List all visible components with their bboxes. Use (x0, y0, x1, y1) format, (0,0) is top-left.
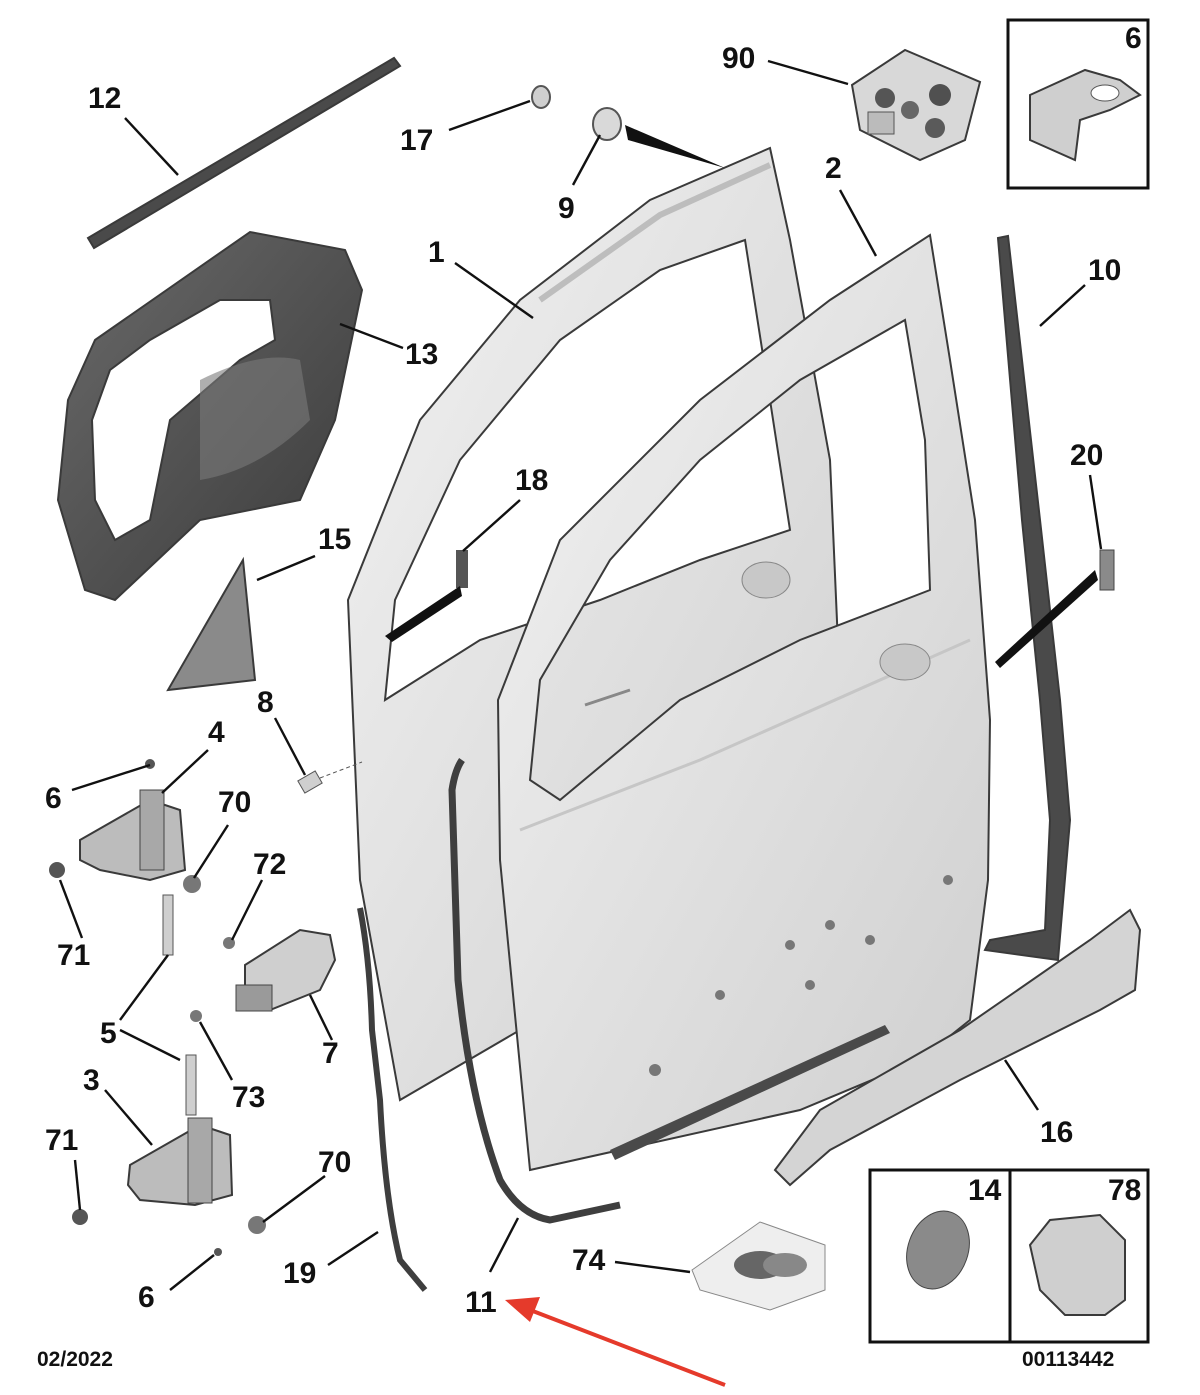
label-6-upper: 6 (45, 782, 62, 815)
inset-box-14-78 (868, 1168, 1150, 1344)
part-17-plug (531, 85, 551, 109)
part-9-plug (592, 107, 725, 168)
part-18-pad (385, 550, 468, 642)
label-71-upper: 71 (57, 939, 90, 972)
part-19-door-seal (357, 907, 428, 1292)
highlight-arrow (505, 1297, 726, 1387)
part-2-door-panel (496, 233, 992, 1172)
label-6-lower: 6 (138, 1281, 155, 1314)
label-74: 74 (572, 1244, 606, 1277)
label-4: 4 (208, 716, 225, 749)
part-12-weatherstrip (86, 56, 402, 250)
inset-box-6 (1006, 18, 1150, 190)
label-12: 12 (88, 82, 121, 115)
label-70-lower: 70 (318, 1146, 351, 1179)
footer-date: 02/2022 (37, 1348, 113, 1371)
label-6-inset: 6 (1125, 22, 1142, 55)
part-90-clip-kit (850, 48, 982, 162)
footer-reference: 00113442 (1022, 1348, 1114, 1371)
fasteners (49, 759, 266, 1256)
label-8: 8 (257, 686, 274, 719)
label-5: 5 (100, 1017, 117, 1050)
part-3-lower-hinge (126, 1117, 234, 1207)
label-90: 90 (722, 42, 755, 75)
part-7-check-strap (235, 928, 337, 1012)
label-20: 20 (1070, 439, 1103, 472)
label-16: 16 (1040, 1116, 1073, 1149)
label-9: 9 (558, 192, 575, 225)
label-19: 19 (283, 1257, 316, 1290)
part-16-moulding (610, 908, 1142, 1187)
label-70-upper: 70 (218, 786, 251, 819)
label-72: 72 (253, 848, 286, 881)
part-8-bolt (297, 761, 363, 794)
label-18: 18 (515, 464, 548, 497)
part-11-door-seal (448, 757, 621, 1224)
part-10-vertical-seal (983, 234, 1072, 962)
part-74-pad-kit (691, 1221, 826, 1311)
label-3: 3 (83, 1064, 100, 1097)
label-1: 1 (428, 236, 445, 269)
label-10: 10 (1088, 254, 1121, 287)
label-71-lower: 71 (45, 1124, 78, 1157)
label-13: 13 (405, 338, 438, 371)
part-20-pad (995, 549, 1115, 668)
label-14: 14 (968, 1174, 1002, 1207)
label-17: 17 (400, 124, 433, 157)
label-2: 2 (825, 152, 842, 185)
part-15-mirror-triangle (166, 556, 257, 692)
leader-lines (58, 59, 1103, 1291)
label-11: 11 (465, 1286, 497, 1319)
part-13-inner-panel-sheet (56, 230, 364, 602)
label-78: 78 (1108, 1174, 1141, 1207)
callout-labels: 12 17 90 6 9 1 2 10 13 18 20 15 8 4 6 70… (37, 22, 1142, 1371)
label-73: 73 (232, 1081, 265, 1114)
label-15: 15 (318, 523, 351, 556)
label-7: 7 (322, 1037, 339, 1070)
part-4-upper-hinge (79, 789, 187, 882)
